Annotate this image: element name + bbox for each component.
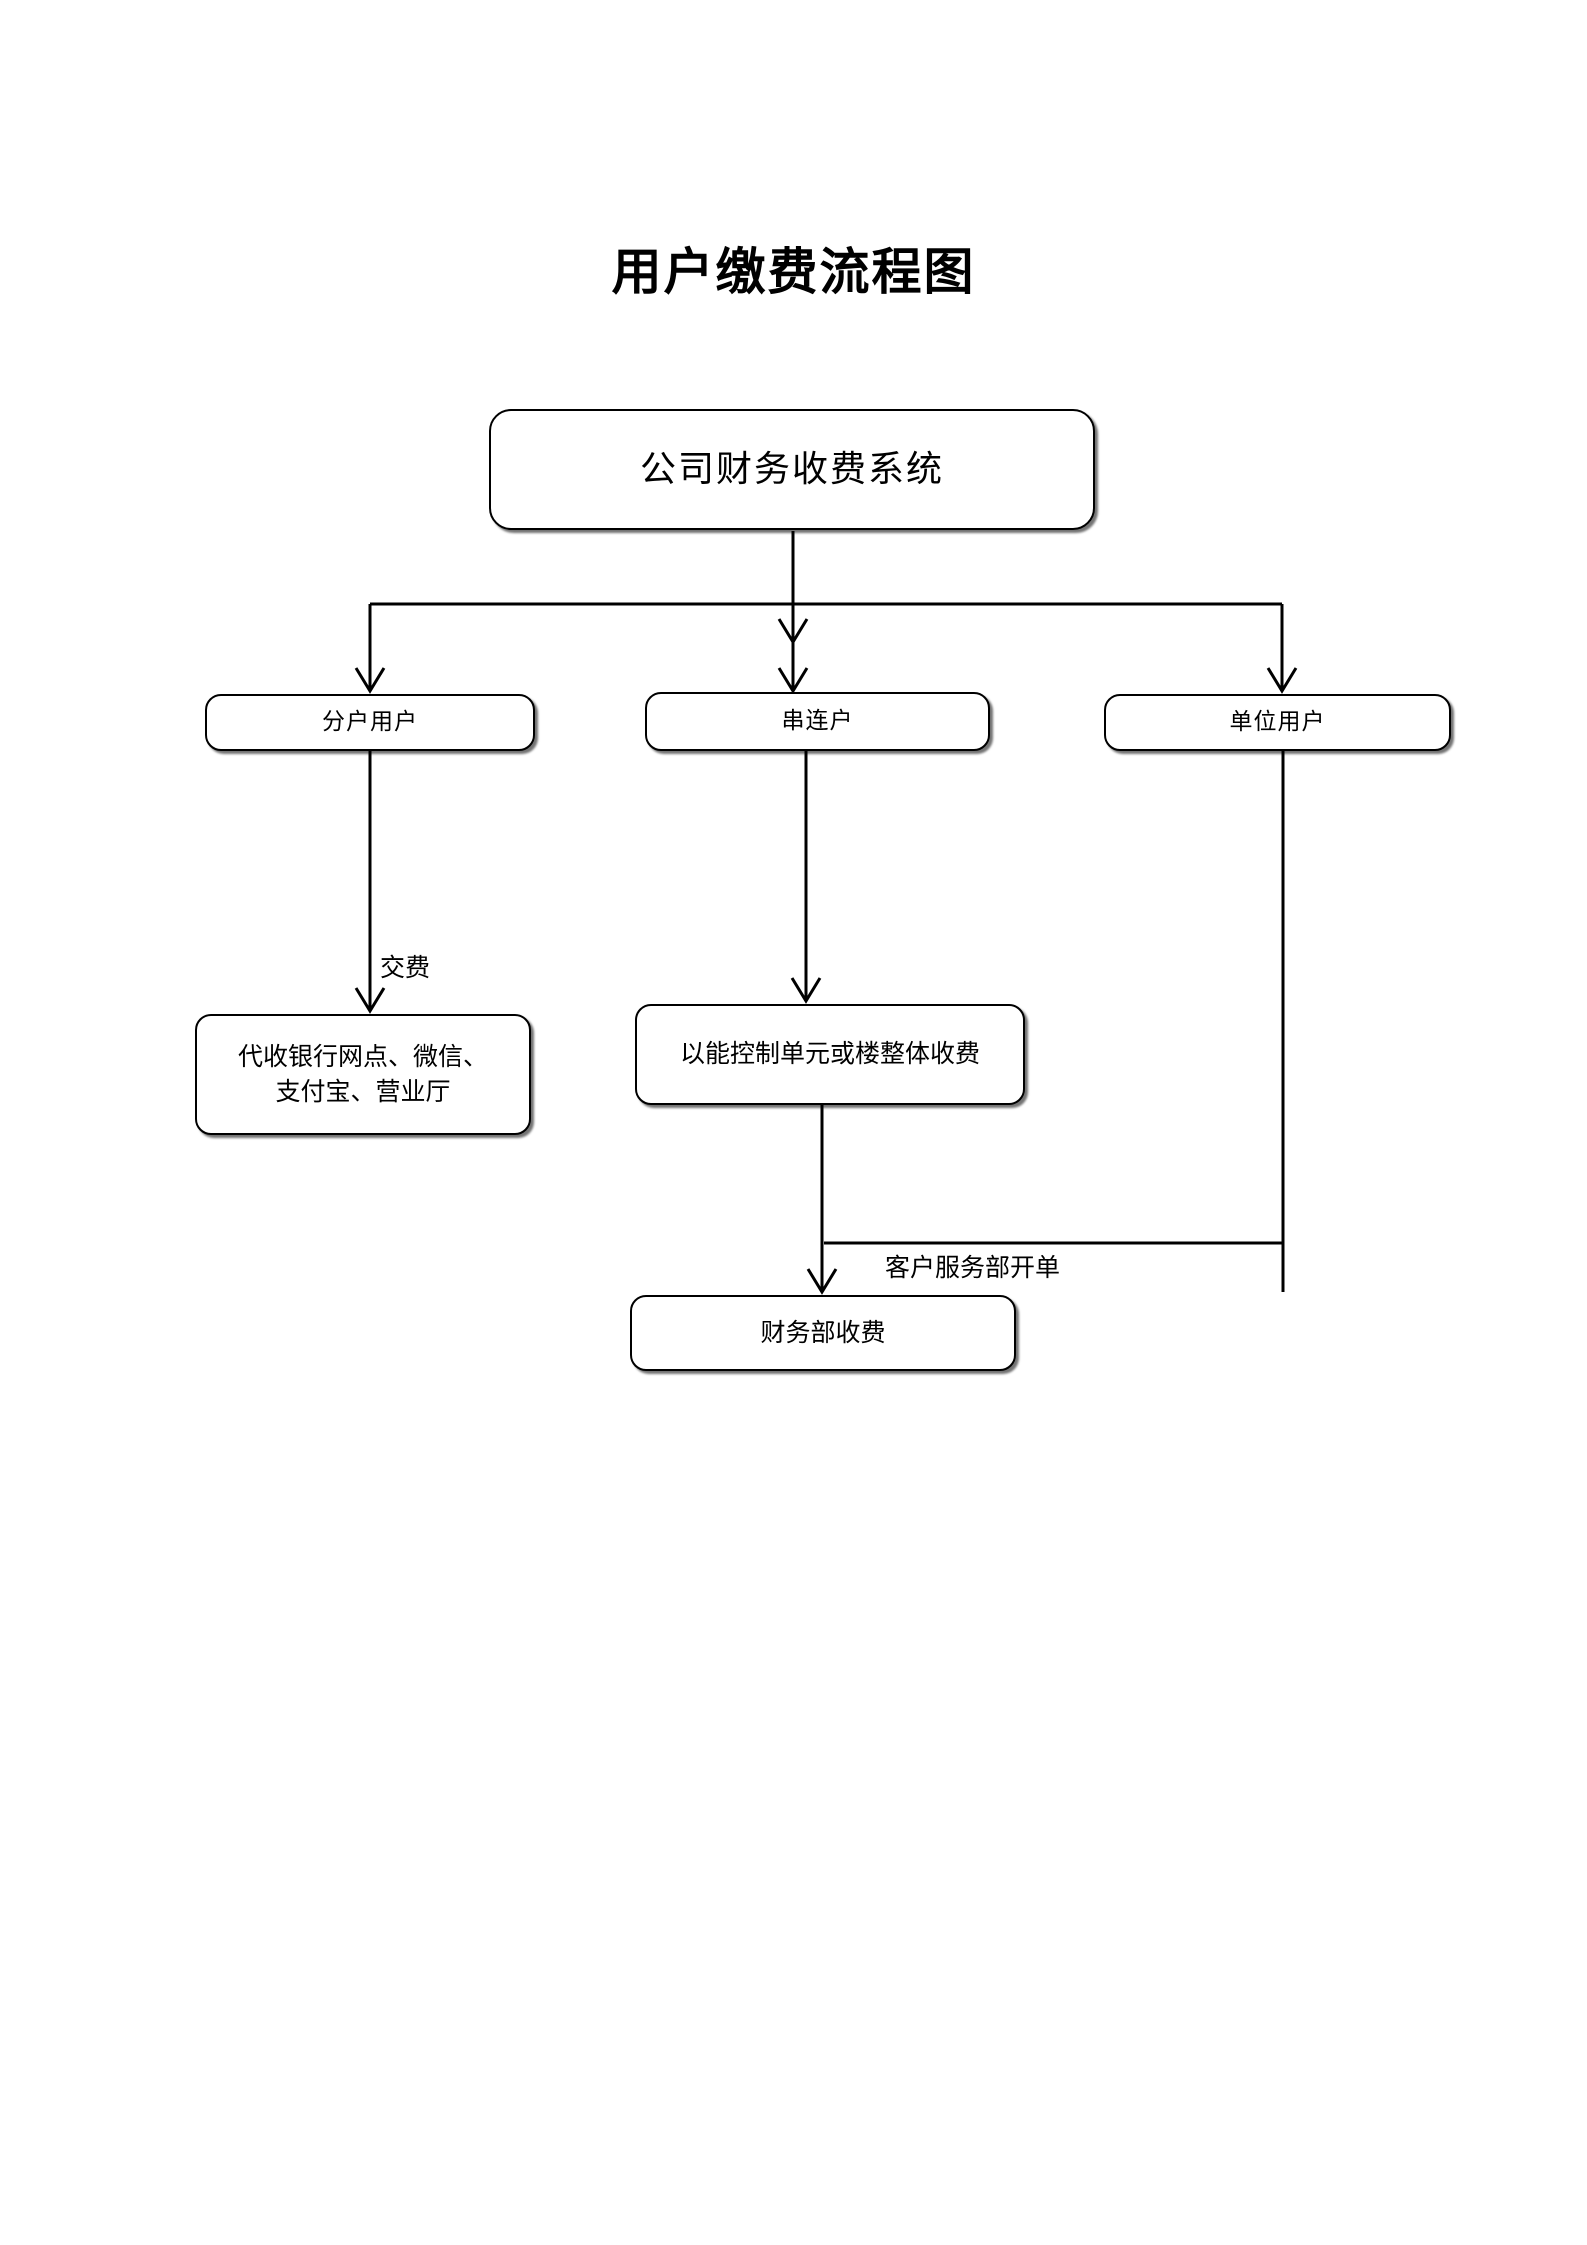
node-label: 分户用户 — [322, 708, 418, 735]
arrowhead-branch-1 — [354, 667, 386, 694]
arrowhead-leaf-1 — [354, 987, 386, 1014]
node-label: 财务部收费 — [760, 1317, 886, 1347]
arrowhead-branch-3 — [1266, 667, 1298, 694]
node-organization-user[interactable]: 单位用户 — [1104, 694, 1451, 751]
node-payment-channels[interactable]: 代收银行网点、微信、 支付宝、营业厅 — [195, 1014, 531, 1135]
node-label: 代收银行网点、微信、 支付宝、营业厅 — [237, 1042, 488, 1106]
node-company-finance-system[interactable]: 公司财务收费系统 — [489, 409, 1095, 530]
node-finance-department-collection[interactable]: 财务部收费 — [630, 1295, 1016, 1371]
arrowhead-final — [806, 1268, 838, 1295]
node-series-connected-household[interactable]: 串连户 — [645, 692, 990, 751]
node-unit-or-building-billing[interactable]: 以能控制单元或楼整体收费 — [635, 1004, 1025, 1105]
node-separate-household-user[interactable]: 分户用户 — [205, 694, 535, 751]
edge-label-payment: 交费 — [380, 953, 431, 982]
node-label: 单位用户 — [1229, 708, 1326, 735]
page-title: 用户缴费流程图 — [611, 242, 976, 301]
arrowhead-branch-2 — [777, 667, 809, 694]
node-label: 串连户 — [781, 707, 854, 734]
node-label: 公司财务收费系统 — [639, 448, 944, 490]
edge-label-customer-service-invoice: 客户服务部开单 — [885, 1253, 1061, 1282]
node-label: 以能控制单元或楼整体收费 — [679, 1039, 980, 1069]
arrowhead-root-down — [777, 618, 809, 645]
arrowhead-leaf-2 — [790, 977, 822, 1004]
